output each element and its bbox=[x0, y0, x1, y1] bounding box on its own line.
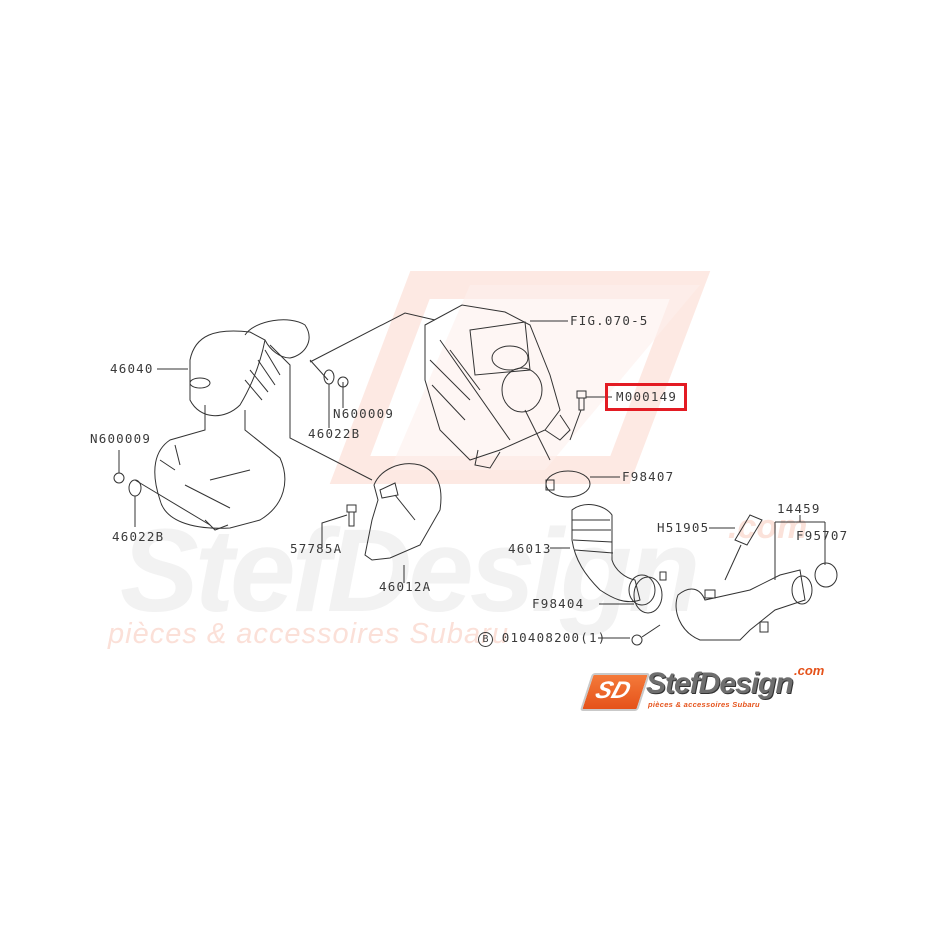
clamp-f95707-drawing bbox=[814, 562, 838, 588]
label-57785a: 57785A bbox=[290, 541, 343, 556]
label-46022b-top: 46022B bbox=[308, 426, 361, 441]
watermark-tagline: pièces & accessoires Subaru bbox=[108, 618, 509, 650]
label-46013: 46013 bbox=[508, 541, 552, 556]
bolt-part-number: 010408200(1) bbox=[501, 630, 607, 645]
cover-46012a-drawing bbox=[364, 463, 442, 561]
clamp-f98407-drawing bbox=[545, 470, 591, 498]
label-fig-070-5: FIG.070-5 bbox=[570, 313, 649, 328]
stefdesign-logo: SD StefDesign .com pièces & accessoires … bbox=[579, 663, 846, 717]
air-duct-46040-drawing bbox=[154, 319, 310, 531]
label-bolt-010408200: B 010408200(1) bbox=[478, 631, 606, 647]
highlight-box-m000149 bbox=[605, 383, 687, 411]
hose-h51905-drawing bbox=[704, 514, 763, 599]
bolt-57785a-drawing bbox=[346, 504, 357, 527]
leader-lines bbox=[118, 320, 826, 639]
logo-tagline: pièces & accessoires Subaru bbox=[648, 700, 760, 709]
pipe-14459-drawing bbox=[675, 569, 813, 641]
air-cleaner-case-drawing bbox=[424, 304, 571, 469]
circle-b-marker: B bbox=[478, 632, 493, 647]
logo-domain: .com bbox=[794, 663, 825, 678]
label-n600009-left: N600009 bbox=[90, 431, 152, 446]
watermark-brand-text: StefDesign bbox=[120, 505, 700, 637]
label-14459: 14459 bbox=[777, 501, 821, 516]
label-46022b-left: 46022B bbox=[112, 529, 165, 544]
label-46012a: 46012A bbox=[379, 579, 432, 594]
label-h51905: H51905 bbox=[657, 520, 710, 535]
label-f98407: F98407 bbox=[622, 469, 675, 484]
label-n600009-top: N600009 bbox=[333, 406, 395, 421]
label-m000149: M000149 bbox=[616, 389, 678, 404]
logo-brand-name: StefDesign bbox=[646, 667, 794, 700]
label-f98404: F98404 bbox=[532, 596, 585, 611]
bolt-m000149-drawing bbox=[569, 390, 587, 441]
clamp-f98404-drawing bbox=[633, 571, 667, 614]
watermark-com-text: .com bbox=[728, 508, 808, 546]
label-46040: 46040 bbox=[110, 361, 154, 376]
bolt-010408200-drawing bbox=[631, 624, 661, 646]
logo-badge: SD bbox=[579, 673, 651, 711]
hose-46013-drawing bbox=[571, 504, 656, 606]
label-f95707: F95707 bbox=[796, 528, 849, 543]
